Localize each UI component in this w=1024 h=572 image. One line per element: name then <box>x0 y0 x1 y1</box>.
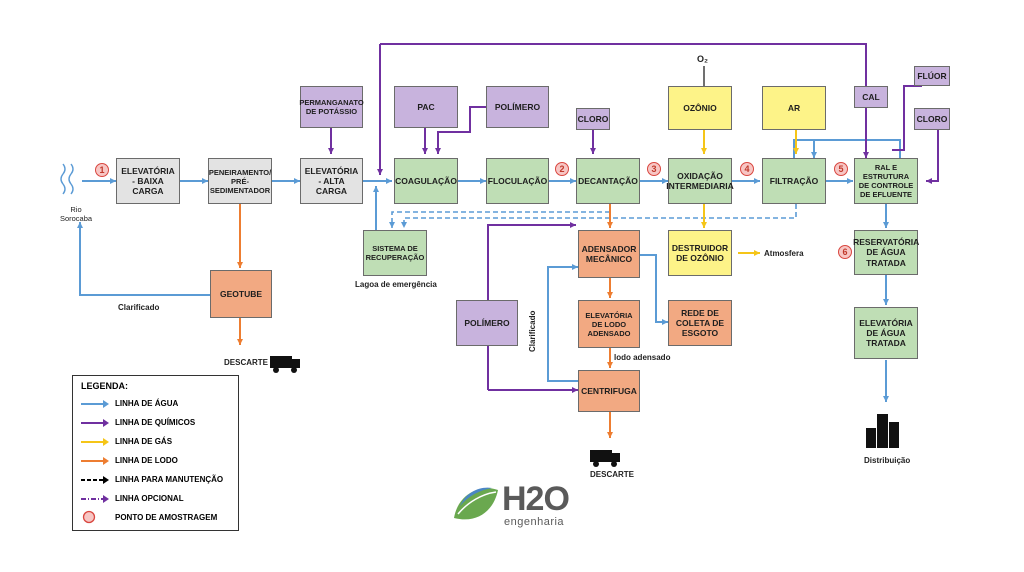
cloro-right-box: CLORO <box>914 108 950 130</box>
truck-icon-center <box>590 450 620 467</box>
truck-icon-left <box>270 356 300 373</box>
legend-label-optional: LINHA OPCIONAL <box>115 494 184 503</box>
logo-brand: H2O <box>502 480 570 518</box>
permanganato-box: PERMANGANATO DE POTÁSSIO <box>299 86 364 128</box>
buildings-icon <box>866 414 899 448</box>
decantacao-box: DECANTAÇÃO <box>576 158 640 204</box>
cloro-top-box: CLORO <box>576 108 610 130</box>
legend-label-chemicals: LINHA DE QUÍMICOS <box>115 418 196 427</box>
descarte-left-label: DESCARTE <box>224 358 269 367</box>
geotube-box: GEOTUBE <box>210 270 272 318</box>
legend-item-chemicals: LINHA DE QUÍMICOS <box>73 415 238 431</box>
ar-box: AR <box>762 86 826 130</box>
river-icon <box>60 163 74 195</box>
atmosfera-label: Atmosfera <box>764 249 804 258</box>
gas-lines <box>701 130 799 256</box>
leaf-icon <box>454 487 498 520</box>
ral-box: RAL e ESTRUTURA DE CONTROLE DE EFLUENTE <box>854 158 918 204</box>
cal-box: CAL <box>854 86 888 108</box>
legend: LEGENDA: LINHA DE ÁGUA LINHA DE QUÍMICOS… <box>72 375 239 531</box>
logo-subtitle: engenharia <box>504 516 565 528</box>
sludge-lines <box>237 204 613 438</box>
legend-label-water: LINHA DE ÁGUA <box>115 399 179 408</box>
chemical-lines <box>328 43 939 393</box>
clarificado-label: Clarificado <box>118 303 160 312</box>
legend-item-sampling: PONTO DE AMOSTRAGEM <box>73 510 238 526</box>
pac-box: PAC <box>394 86 458 128</box>
coagulacao-box: COAGULAÇÃO <box>394 158 458 204</box>
descarte-center-label: DESCARTE <box>590 470 635 479</box>
legend-item-maintenance: LINHA PARA MANUTENÇÃO <box>73 472 238 488</box>
reservatorio-box: RESERVATÓRIA DE ÁGUA TRATADA <box>853 230 919 275</box>
lodo-adensado-label: lodo adensado <box>614 353 671 362</box>
oxidacao-box: OXIDAÇÃO INTERMEDIARIA <box>666 158 734 204</box>
legend-item-water: LINHA DE ÁGUA <box>73 396 238 412</box>
ozonio-box: OZÔNIO <box>668 86 732 130</box>
legend-label-sampling: PONTO DE AMOSTRAGEM <box>115 513 218 522</box>
sampling-point-5: 5 <box>834 162 848 176</box>
adensador-box: ADENSADOR MECÂNICO <box>578 230 640 278</box>
sampling-point-3: 3 <box>647 162 661 176</box>
floculacao-box: FLOCULAÇÃO <box>486 158 549 204</box>
fluor-box: FLÚOR <box>914 66 950 86</box>
elevatoria-lodo-box: ELEVATÓRIA DE LODO ADENSADO <box>578 300 640 348</box>
clarificado-vertical-label: Clarificado <box>528 310 537 352</box>
legend-item-sludge: LINHA DE LODO <box>73 453 238 469</box>
o2-label: O₂ <box>697 54 708 64</box>
sampling-point-6: 6 <box>838 245 852 259</box>
lagoa-label: Lagoa de emergência <box>355 280 437 289</box>
sampling-point-4: 4 <box>740 162 754 176</box>
maintenance-lines <box>389 204 797 228</box>
polimero-top-box: POLÍMERO <box>486 86 549 128</box>
legend-title: LEGENDA: <box>81 381 128 391</box>
sampling-point-1: 1 <box>95 163 109 177</box>
legend-label-gas: LINHA DE GÁS <box>115 437 173 446</box>
legend-label-maintenance: LINHA PARA MANUTENÇÃO <box>115 475 224 484</box>
sampling-point-2: 2 <box>555 162 569 176</box>
centrifuga-box: CENTRIFUGA <box>578 370 640 412</box>
legend-item-optional: LINHA OPCIONAL <box>73 491 238 507</box>
polimero-mid-box: POLÍMERO <box>456 300 518 346</box>
h2o-engenharia-logo: H2O engenharia <box>450 478 580 530</box>
filtracao-box: FILTRAÇÃO <box>762 158 826 204</box>
destruidor-ozonio-box: DESTRUIDOR DE OZÔNIO <box>668 230 732 276</box>
distribuicao-label: Distribuição <box>864 456 911 465</box>
elevatoria-tratada-box: ELEVATÓRIA DE ÁGUA TRATADA <box>854 307 918 359</box>
peneiramento-box: PENEIRAMENTO/ PRÉ-SEDIMENTADOR <box>208 158 272 204</box>
elevatoria-baixa-carga-box: ELEVATÓRIA - BAIXA CARGA <box>116 158 180 204</box>
sistema-recuperacao-box: SISTEMA DE RECUPERAÇÃO <box>363 230 427 276</box>
elevatoria-alta-carga-box: ELEVATÓRIA - ALTA CARGA <box>300 158 363 204</box>
legend-item-gas: LINHA DE GÁS <box>73 434 238 450</box>
rio-label: Rio Sorocaba <box>59 205 93 223</box>
rede-esgoto-box: REDE DE COLETA DE ESGOTO <box>668 300 732 346</box>
legend-label-sludge: LINHA DE LODO <box>115 456 178 465</box>
